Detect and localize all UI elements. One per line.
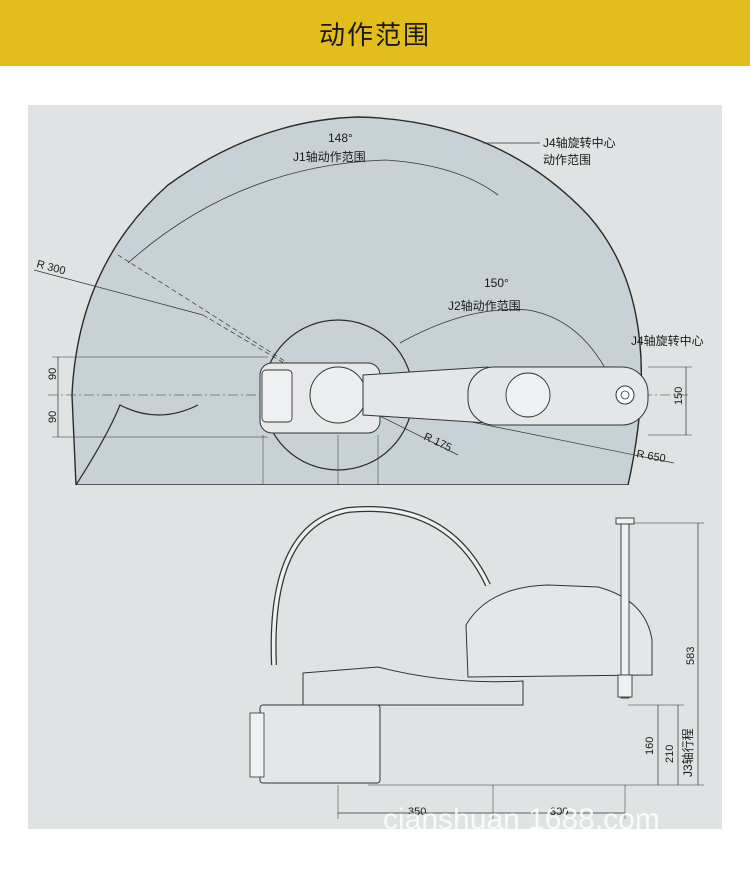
j4-shaft-inner xyxy=(620,390,630,400)
side-view: 583 160 210 J3轴行程 350 300 xyxy=(249,506,704,819)
side-base-panel xyxy=(249,712,265,778)
j2-range-label: J2轴动作范围 xyxy=(448,298,521,313)
top-view: 148° J1轴动作范围 J4轴旋转中心 动作范围 150° J2轴动作范围 J… xyxy=(33,116,704,505)
j4-center-label-line2: 动作范围 xyxy=(543,153,591,167)
dim-300: 300 xyxy=(550,806,568,818)
dim-350: 350 xyxy=(408,806,426,818)
j1-angle-arc xyxy=(127,159,499,264)
j4-center-label: J4轴旋转中心 xyxy=(631,333,704,348)
base-cable-box xyxy=(261,369,293,423)
side-arm2 xyxy=(465,584,653,678)
watermark: cjanshuan 1688.com xyxy=(383,803,660,829)
j2-angle-label: 150° xyxy=(484,276,509,290)
dim-90-upper: 90 xyxy=(47,368,59,380)
j3-shaft-tool xyxy=(617,674,633,698)
arm2-joint xyxy=(505,372,551,418)
j3-shaft xyxy=(620,522,630,699)
diagram-panel: 148° J1轴动作范围 J4轴旋转中心 动作范围 150° J2轴动作范围 J… xyxy=(28,105,722,836)
separator-band xyxy=(28,485,722,507)
j1-range-label: J1轴动作范围 xyxy=(293,149,366,164)
robot-drawing: 148° J1轴动作范围 J4轴旋转中心 动作范围 150° J2轴动作范围 J… xyxy=(28,105,722,836)
dim-90-lower: 90 xyxy=(47,411,59,423)
j4-center-label-line1: J4轴旋转中心 xyxy=(543,135,616,150)
j3-stroke-label: J3轴行程 xyxy=(680,728,695,777)
side-arm1 xyxy=(302,666,524,706)
r300-leader xyxy=(33,269,204,316)
j1-angle-label: 148° xyxy=(328,131,353,145)
title-banner: 动作范围 xyxy=(0,0,750,66)
dim-583: 583 xyxy=(685,647,697,665)
dim-150: 150 xyxy=(673,387,685,405)
side-base xyxy=(259,704,381,784)
dim-160: 160 xyxy=(644,737,656,755)
base-joint xyxy=(309,366,367,424)
r650-label: R 650 xyxy=(635,448,666,465)
j2-angle-arc xyxy=(399,309,619,396)
j4-shaft-top xyxy=(615,385,635,405)
page-title: 动作范围 xyxy=(318,20,431,51)
dim-210: 210 xyxy=(664,745,676,763)
j3-shaft-cap xyxy=(615,517,635,525)
cable-arc-inner xyxy=(271,507,490,666)
inner-cut-arc xyxy=(75,404,199,486)
